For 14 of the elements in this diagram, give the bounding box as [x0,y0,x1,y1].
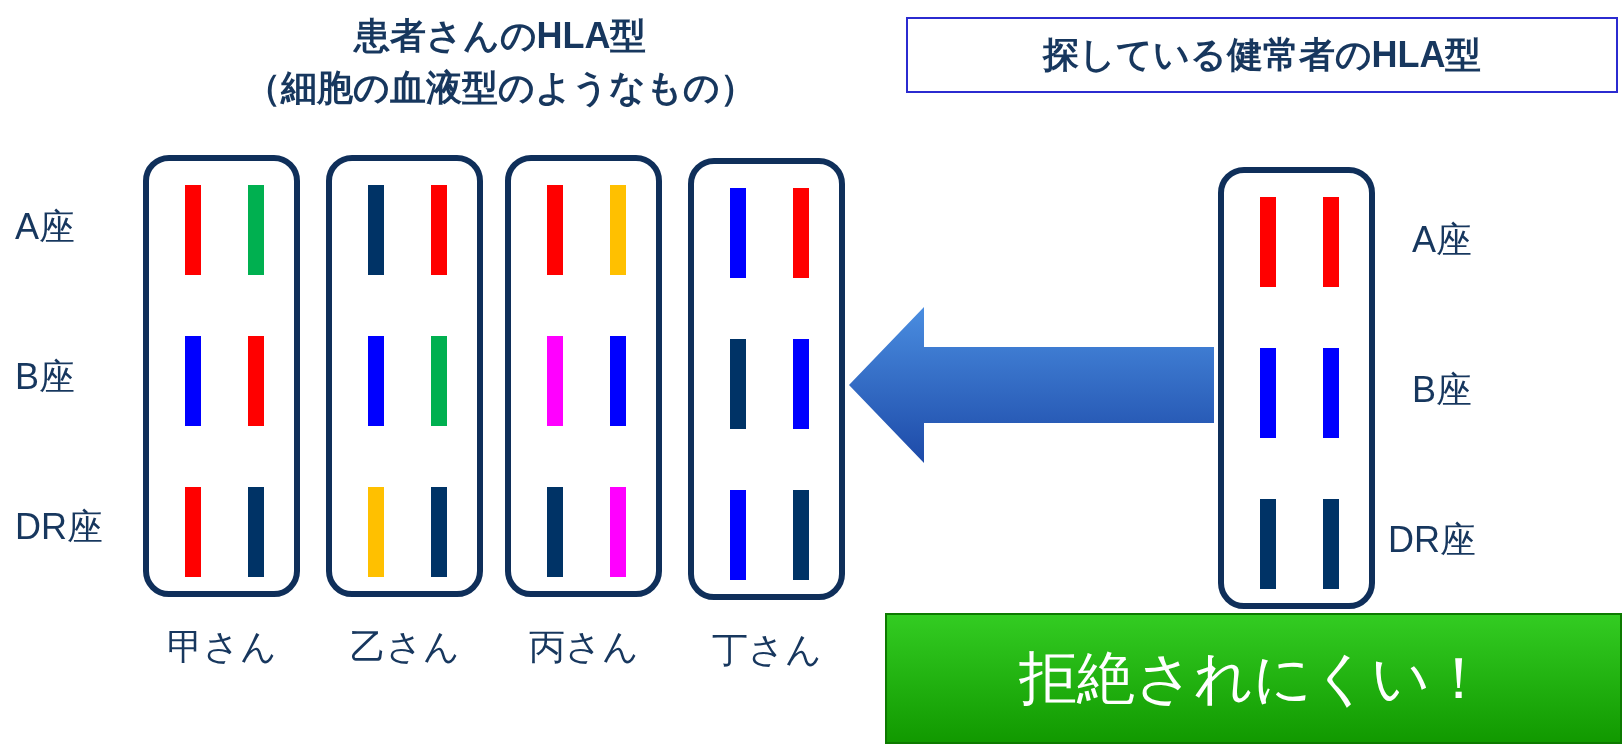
heading-box: 探している健常者のHLA型 [906,17,1618,93]
person-name: 甲さん [165,625,278,669]
locus-label: B座 [1412,368,1472,412]
title: 患者さんのHLA型（細胞の血液型のようなもの） [243,14,757,110]
person-name: 丙さん [527,625,640,669]
locus-label: A座 [1412,218,1472,262]
person-name: 乙さん [348,625,461,669]
result-banner: 拒絶されにくい！ [885,613,1622,744]
arrow [849,307,1214,463]
locus-label: A座 [15,205,75,249]
locus-label: B座 [15,355,75,399]
locus-label: DR座 [15,505,103,549]
person-name: 丁さん [710,628,823,672]
locus-label: DR座 [1388,518,1476,562]
